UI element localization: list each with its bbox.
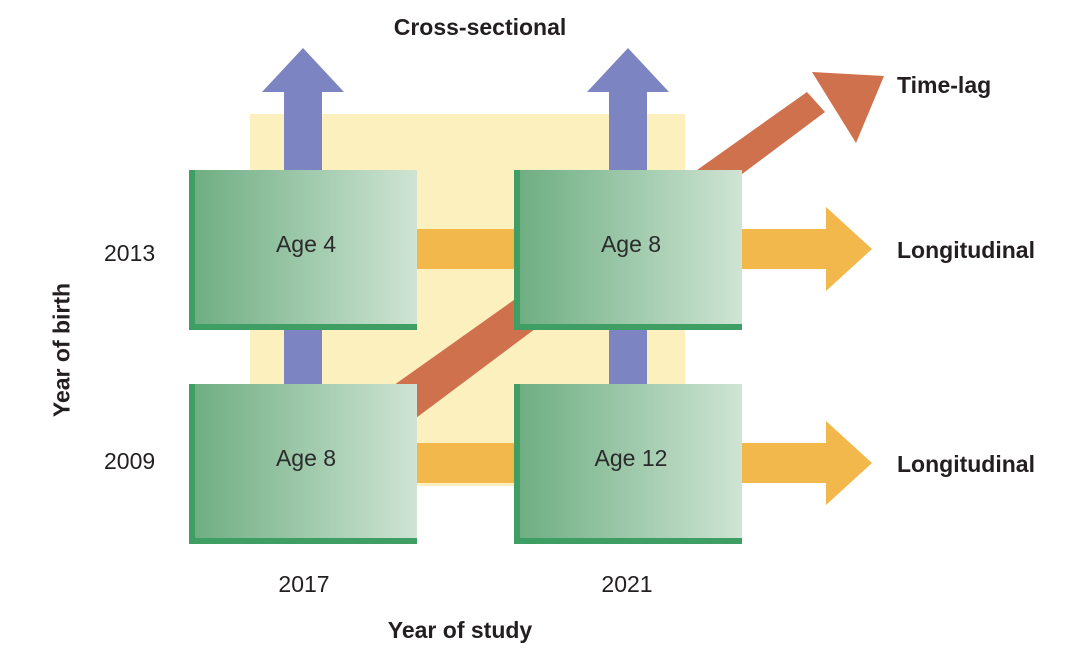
x-axis-label: Year of study bbox=[387, 617, 533, 643]
cell-age-label: Age 8 bbox=[600, 230, 662, 257]
longitudinal-label-bottom: Longitudinal bbox=[897, 451, 1035, 477]
y-axis-label: Year of birth bbox=[48, 282, 75, 418]
longitudinal-label-top: Longitudinal bbox=[897, 237, 1035, 263]
cell-2009-2017: Age 8 bbox=[189, 384, 417, 544]
cell-age-label: Age 12 bbox=[594, 444, 668, 471]
cell-2013-2021: Age 8 bbox=[514, 170, 742, 330]
x-tick-2021: 2021 bbox=[601, 571, 653, 597]
cross-sectional-title: Cross-sectional bbox=[393, 14, 567, 40]
cell-2013-2017: Age 4 bbox=[189, 170, 417, 330]
cell-2009-2021: Age 12 bbox=[514, 384, 742, 544]
y-tick-2013: 2013 bbox=[104, 240, 156, 266]
x-tick-2017: 2017 bbox=[278, 571, 330, 597]
cell-age-label: Age 4 bbox=[275, 230, 337, 257]
cell-age-label: Age 8 bbox=[275, 444, 337, 471]
time-lag-label: Time-lag bbox=[897, 72, 992, 98]
y-tick-2009: 2009 bbox=[104, 448, 156, 474]
